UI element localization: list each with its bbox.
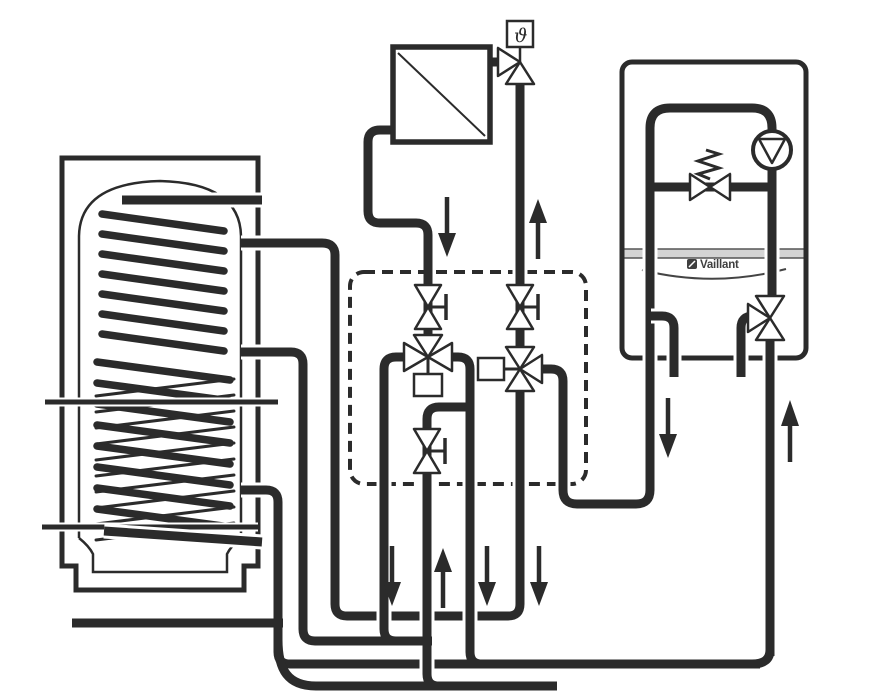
circulation-pump-icon <box>751 129 793 171</box>
tank-inner-dome <box>77 179 243 237</box>
pipe-boiler-stub-left <box>651 311 679 377</box>
arrow-up-mixer-riser <box>529 199 547 259</box>
bypass-valve <box>688 148 732 202</box>
bypass-valve-spring <box>693 148 725 181</box>
mixing-valve-left <box>402 333 454 398</box>
shut-off-valve-lower <box>412 427 447 475</box>
arrow-down-right-bottom <box>530 546 548 606</box>
arrow-up-boiler-return <box>781 400 799 462</box>
arrow-down-hx-supply <box>438 197 456 257</box>
arrow-up-center-bottom <box>434 548 452 608</box>
shut-off-valve-right <box>505 283 540 331</box>
pipe-tank-to-right-valve <box>241 238 525 621</box>
vaillant-logo-text: Vaillant <box>700 259 739 271</box>
mixing-valve-left-actuator <box>412 372 444 398</box>
pipe-heat-exchanger-to-left-valve <box>363 125 433 346</box>
vaillant-logo: Vaillant <box>687 259 739 271</box>
pipe-tank-port3-run <box>241 347 421 646</box>
tank-port-bottom-stub <box>103 526 263 547</box>
arrow-down-center-bottom <box>478 546 496 606</box>
mixing-valve-right <box>476 345 544 393</box>
pipe-network <box>72 57 780 692</box>
shut-off-valve-left <box>413 283 448 331</box>
flow-arrows <box>383 197 799 608</box>
mixing-valve-right-actuator <box>476 356 506 382</box>
tank-coil-upper <box>98 210 228 355</box>
arrow-down-left-bottom <box>383 546 401 606</box>
pipe-bottom-run <box>273 639 557 691</box>
three-way-diverter-valve <box>746 294 786 342</box>
heat-exchanger <box>390 44 493 145</box>
thermostatic-mixing-valve: ϑ <box>496 19 536 86</box>
boiler-band <box>624 249 804 258</box>
storage-tank <box>42 155 278 593</box>
pipe-boiler-flow-loop <box>542 103 777 509</box>
temperature-sensor-box <box>505 19 535 49</box>
temperature-sensor-symbol: ϑ <box>514 25 528 47</box>
hydraulic-block-dashed-box <box>348 270 588 486</box>
arrow-down-boiler-flow <box>659 398 677 458</box>
tank-coil-lower <box>93 358 236 542</box>
heat-exchanger-diagonal <box>397 52 486 137</box>
